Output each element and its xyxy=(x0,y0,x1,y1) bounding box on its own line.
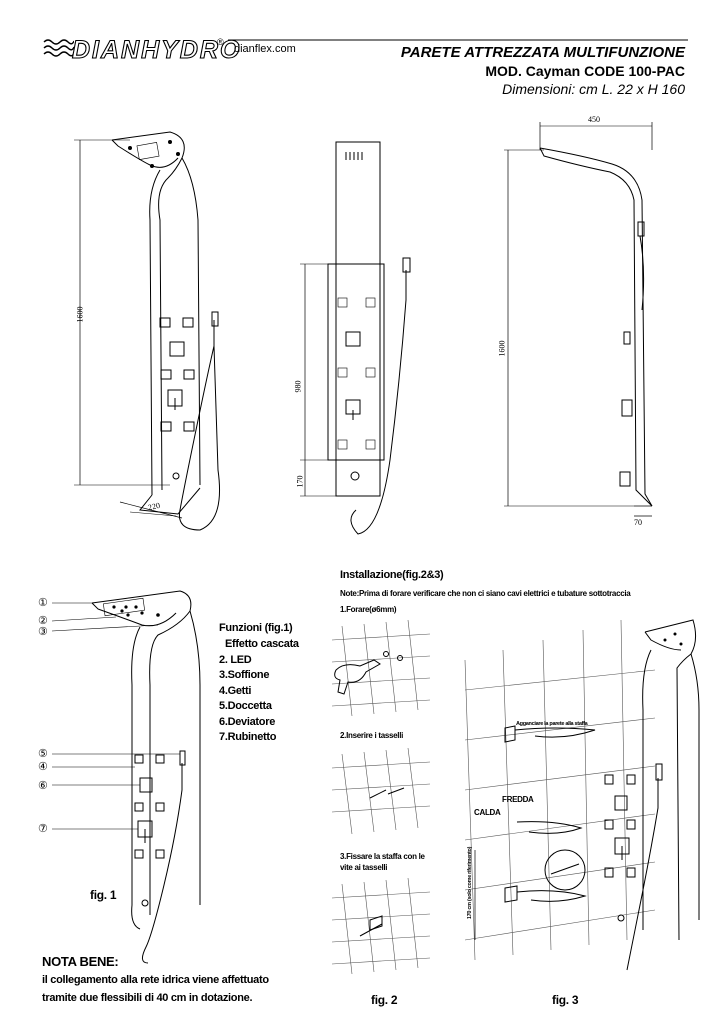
dim-side-height: 1600 xyxy=(497,340,507,357)
step3-tiles xyxy=(331,877,431,975)
note-line: tramite due flessibili di 40 cm in dotaz… xyxy=(42,992,253,1004)
dim-front-height: 1600 xyxy=(75,306,85,323)
dim-panel-height: 980 xyxy=(293,380,303,393)
hang-label: Agganciare la parete alla staffa xyxy=(516,721,588,727)
function-item: Effetto cascata xyxy=(225,638,299,650)
callout-6: ⑥ xyxy=(38,779,48,792)
technical-drawings xyxy=(74,122,653,535)
brand-logo: DIANHYDRO xyxy=(71,35,242,64)
dim-side-depth: 70 xyxy=(634,518,642,527)
function-item: 5.Doccetta xyxy=(219,700,272,712)
function-item: 2. LED xyxy=(219,653,252,666)
callout-4: ④ xyxy=(38,760,48,773)
fig1-drawing xyxy=(51,590,201,964)
fig3-caption: fig. 3 xyxy=(552,993,579,1007)
step-2-label: 2.Inserire i tasselli xyxy=(340,731,404,740)
installation-note: Note:Prima di forare verificare che non … xyxy=(340,589,631,598)
function-item: 7.Rubinetto xyxy=(219,731,277,743)
functions-list: Effetto cascata 2. LED 3.Soffione 4.Gett… xyxy=(219,637,299,746)
functions-title: Funzioni (fig.1) xyxy=(219,622,293,634)
fig3-drawing xyxy=(464,619,700,971)
step-1-label: 1.Forare(ø6mm) xyxy=(340,605,397,614)
callout-1: ① xyxy=(38,596,48,609)
function-item: 6.Deviatore xyxy=(219,715,276,728)
fig2-drawing xyxy=(331,620,431,975)
waves-logo-icon xyxy=(43,39,74,57)
step-3-label: 3.Fissare la staffa con le vite ai tasse… xyxy=(340,852,425,872)
side-jets xyxy=(159,317,195,432)
step1-tiles xyxy=(331,620,431,717)
registered-mark: ® xyxy=(217,37,224,47)
step2-tiles xyxy=(331,747,431,835)
side-view-drawing xyxy=(504,122,653,517)
top-jets xyxy=(345,152,363,160)
note-title: NOTA BENE: xyxy=(42,954,119,969)
dim-panel-bottom: 170 xyxy=(295,475,305,488)
dim-side-width: 450 xyxy=(588,115,600,124)
callout-3: ③ xyxy=(38,625,48,638)
function-item: 4.Getti xyxy=(219,684,252,697)
hot-label: CALDA xyxy=(474,808,501,817)
note-line: il collegamento alla rete idrica viene a… xyxy=(42,974,269,986)
front-elevation-drawing xyxy=(300,141,411,535)
note-text: il collegamento alla rete idrica viene a… xyxy=(42,971,269,1007)
head-jets xyxy=(128,140,180,168)
callout-5: ⑤ xyxy=(38,747,48,760)
fig1-caption: fig. 1 xyxy=(90,888,117,902)
function-item: 3.Soffione xyxy=(219,669,270,681)
front-view-drawing xyxy=(74,131,221,531)
callout-2: ② xyxy=(38,614,48,627)
height-label: 170 cm (solo come riferimento) xyxy=(467,846,474,920)
header-rule xyxy=(228,39,688,41)
document-title: PARETE ATTREZZATA MULTIFUNZIONE xyxy=(400,44,685,61)
model-code: MOD. Cayman CODE 100-PAC xyxy=(485,63,685,79)
fig2-caption: fig. 2 xyxy=(371,993,398,1007)
installation-title: Installazione(fig.2&3) xyxy=(340,569,444,581)
dimensions-text: Dimensioni: cm L. 22 x H 160 xyxy=(502,81,685,97)
callout-7: ⑦ xyxy=(38,822,48,835)
website-link[interactable]: dianflex.com xyxy=(234,43,296,55)
cold-label: FREDDA xyxy=(502,795,534,804)
